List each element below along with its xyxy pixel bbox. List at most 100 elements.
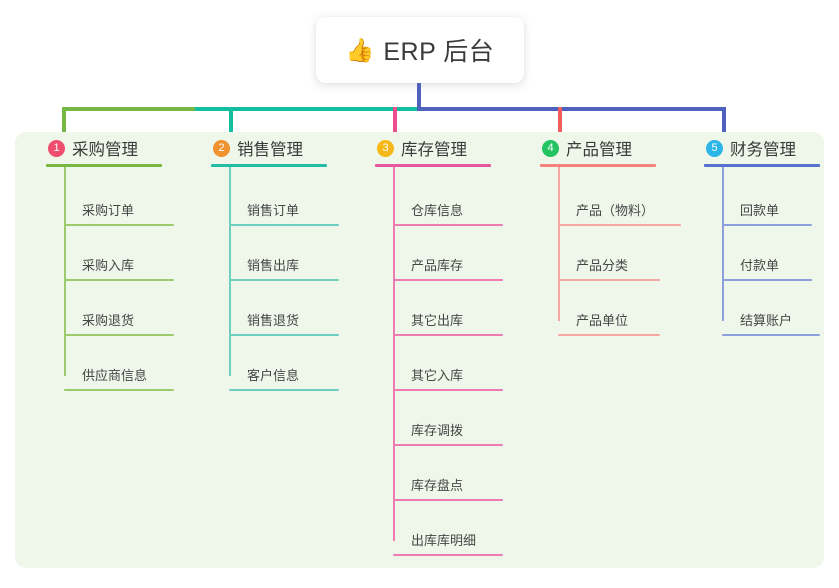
leaf-label: 采购入库: [82, 258, 135, 273]
leaf-rule: [393, 334, 503, 336]
branch-column-4: 4 产品管理 产品（物料） 产品分类 产品单位: [540, 132, 687, 336]
branch-spine-2: [229, 167, 231, 376]
leaf-rule: [229, 334, 339, 336]
leaf-item[interactable]: 销售出库: [229, 255, 339, 281]
leaf-item[interactable]: 产品库存: [393, 255, 503, 281]
leaf-item[interactable]: 客户信息: [229, 365, 339, 391]
branch-rule-5: [704, 164, 820, 167]
branch-header-3[interactable]: 3 库存管理: [375, 132, 522, 164]
branch-badge-1: 1: [48, 139, 65, 157]
branch-drop-3: [393, 107, 397, 145]
branch-drop-5: [722, 107, 726, 145]
leaf-item[interactable]: 库存盘点: [393, 475, 503, 501]
branch-spine-1: [64, 167, 66, 376]
leaf-label: 销售订单: [247, 203, 300, 218]
branch-badge-3: 3: [377, 139, 394, 157]
leaf-label: 库存盘点: [411, 478, 464, 493]
branch-title-5: 财务管理: [730, 141, 796, 159]
leaf-rule: [229, 279, 339, 281]
leaf-label: 其它入库: [411, 368, 464, 383]
leaf-label: 销售出库: [247, 258, 300, 273]
leaf-label: 其它出库: [411, 313, 464, 328]
leaf-label: 库存调拨: [411, 423, 464, 438]
leaf-item[interactable]: 库存调拨: [393, 420, 503, 446]
leaf-item[interactable]: 付款单: [722, 255, 812, 281]
branch-title-4: 产品管理: [566, 141, 632, 159]
leaf-label: 供应商信息: [82, 368, 148, 383]
leaf-item[interactable]: 其它入库: [393, 365, 503, 391]
branch-column-1: 1 采购管理 采购订单 采购入库 采购退货 供应商信息: [46, 132, 193, 391]
branch-rule-4: [540, 164, 656, 167]
leaf-item[interactable]: 销售订单: [229, 200, 339, 226]
leaf-label: 仓库信息: [411, 203, 464, 218]
leaf-item[interactable]: 产品（物料）: [558, 200, 681, 226]
leaf-rule: [393, 279, 503, 281]
branch-column-5: 5 财务管理 回款单 付款单 结算账户: [704, 132, 839, 336]
branch-header-1[interactable]: 1 采购管理: [46, 132, 193, 164]
leaf-label: 产品分类: [576, 258, 629, 273]
branch-header-4[interactable]: 4 产品管理: [540, 132, 687, 164]
branch-badge-4: 4: [542, 139, 559, 157]
leaf-label: 客户信息: [247, 368, 300, 383]
branch-badge-2: 2: [213, 139, 230, 157]
branch-drop-4: [558, 107, 562, 145]
connector-bar-blue: [417, 107, 726, 111]
leaf-rule: [558, 334, 660, 336]
branch-header-5[interactable]: 5 财务管理: [704, 132, 839, 164]
branch-spine-5: [722, 167, 724, 321]
leaf-item[interactable]: 出库库明细: [393, 530, 503, 556]
leaf-rule: [722, 279, 812, 281]
leaf-label: 付款单: [740, 258, 780, 273]
branch-column-3: 3 库存管理 仓库信息 产品库存 其它出库 其它入库 库存调拨: [375, 132, 522, 556]
leaf-item[interactable]: 回款单: [722, 200, 812, 226]
branch-column-2: 2 销售管理 销售订单 销售出库 销售退货 客户信息: [211, 132, 358, 391]
leaf-rule: [64, 279, 174, 281]
leaf-item[interactable]: 仓库信息: [393, 200, 503, 226]
leaf-item[interactable]: 结算账户: [722, 310, 820, 336]
branch-spine-4: [558, 167, 560, 321]
leaf-label: 采购订单: [82, 203, 135, 218]
branch-badge-5: 5: [706, 139, 723, 157]
root-stem-line: [417, 83, 421, 109]
leaf-rule: [722, 334, 820, 336]
leaf-item[interactable]: 采购订单: [64, 200, 174, 226]
leaf-rule: [64, 334, 174, 336]
branches-panel: 1 采购管理 采购订单 采购入库 采购退货 供应商信息: [15, 132, 824, 568]
leaf-label: 产品（物料）: [576, 203, 655, 218]
branch-title-1: 采购管理: [72, 141, 138, 159]
leaf-item[interactable]: 销售退货: [229, 310, 339, 336]
leaf-rule: [558, 224, 681, 226]
leaf-item[interactable]: 供应商信息: [64, 365, 174, 391]
leaf-item[interactable]: 其它出库: [393, 310, 503, 336]
connector-bar-teal: [195, 107, 421, 111]
leaf-label: 采购退货: [82, 313, 135, 328]
leaf-label: 结算账户: [740, 313, 793, 328]
branch-title-3: 库存管理: [401, 141, 467, 159]
thumbs-up-icon: 👍: [345, 36, 375, 63]
branch-drop-1: [62, 107, 66, 145]
leaf-item[interactable]: 产品单位: [558, 310, 660, 336]
branch-title-2: 销售管理: [237, 141, 303, 159]
root-node-label: ERP 后台: [383, 38, 495, 66]
leaf-rule: [393, 499, 503, 501]
root-node-card[interactable]: 👍 ERP 后台: [316, 17, 524, 83]
leaf-item[interactable]: 产品分类: [558, 255, 660, 281]
leaf-rule: [393, 444, 503, 446]
leaf-label: 产品单位: [576, 313, 629, 328]
branch-rule-1: [46, 164, 162, 167]
leaf-label: 回款单: [740, 203, 780, 218]
leaf-rule: [558, 279, 660, 281]
leaf-item[interactable]: 采购退货: [64, 310, 174, 336]
branch-rule-2: [211, 164, 327, 167]
branch-header-2[interactable]: 2 销售管理: [211, 132, 358, 164]
leaf-item[interactable]: 采购入库: [64, 255, 174, 281]
leaf-rule: [64, 224, 174, 226]
leaf-rule: [229, 389, 339, 391]
leaf-rule: [722, 224, 812, 226]
leaf-rule: [393, 224, 503, 226]
branch-rule-3: [375, 164, 491, 167]
leaf-rule: [393, 554, 503, 556]
leaf-label: 销售退货: [247, 313, 300, 328]
branch-drop-2: [229, 107, 233, 145]
